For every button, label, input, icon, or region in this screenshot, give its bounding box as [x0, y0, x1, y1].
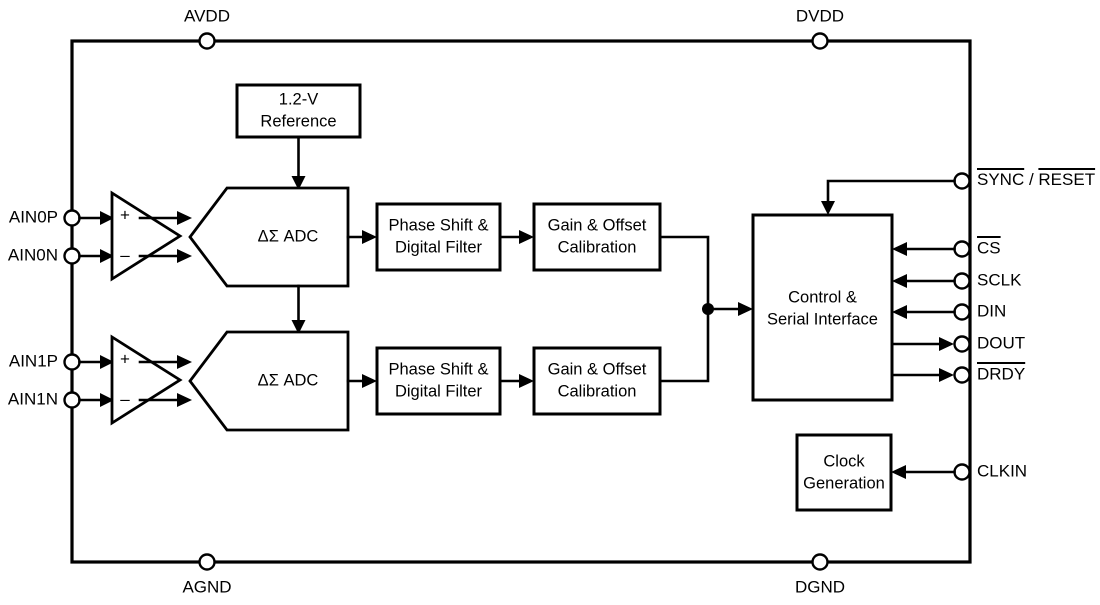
- filter0-line1: Phase Shift &: [389, 216, 489, 234]
- amp1-minus-sign: –: [120, 389, 130, 408]
- arrow-amp0-out-p: [177, 211, 192, 225]
- block-control-serial-interface: [751, 213, 894, 402]
- control-line2: Serial Interface: [767, 310, 878, 328]
- label-reset-text: RESET: [1038, 170, 1095, 189]
- arrow-amp1-out-p: [177, 355, 192, 369]
- label-cs: CS: [977, 236, 1001, 257]
- label-ain1p: AIN1P: [9, 351, 58, 370]
- calibration0-line2: Calibration: [558, 238, 637, 256]
- chip-boundary: [70, 39, 972, 564]
- block-phase-shift-digital-filter-1: [375, 346, 502, 416]
- arrow-ain1p: [100, 355, 114, 369]
- block-delta-sigma-adc-1: [188, 330, 350, 432]
- label-ain0n: AIN0N: [8, 245, 58, 264]
- arrow-junction-to-control: [738, 302, 753, 316]
- label-drdy: DRDY: [977, 362, 1026, 383]
- arrow-sclk-into-control: [892, 274, 907, 288]
- arrow-ain0n: [100, 249, 114, 263]
- label-clkin-text: CLKIN: [977, 461, 1027, 480]
- label-ain1n: AIN1N: [8, 389, 58, 408]
- arrow-adc1-to-filter1: [362, 374, 377, 388]
- pin-cs[interactable]: [953, 240, 971, 258]
- pin-avdd[interactable]: [198, 32, 216, 50]
- amplifier-channel0: [110, 190, 183, 282]
- label-sync-text: SYNC: [977, 170, 1024, 189]
- block-gain-offset-calibration-0: [532, 202, 662, 272]
- block-gain-offset-calibration-1: [532, 346, 662, 416]
- label-sclk-text: SCLK: [977, 270, 1022, 289]
- block-delta-sigma-adc-0: [188, 186, 350, 288]
- amp0-minus-sign: –: [120, 245, 130, 264]
- arrow-ain0p: [100, 211, 114, 225]
- arrow-din-into-control: [892, 305, 907, 319]
- pin-drdy[interactable]: [953, 366, 971, 384]
- arrow-clkin-into-clock: [891, 465, 906, 479]
- arrow-adc0-to-adc1: [291, 320, 306, 334]
- pin-sclk[interactable]: [953, 272, 971, 290]
- svg-text:SYNC / RESET: SYNC / RESET: [977, 170, 1095, 189]
- label-ain0p: AIN0P: [9, 207, 58, 226]
- pin-dvdd[interactable]: [811, 32, 829, 50]
- arrow-sync-reset-to-control: [821, 201, 835, 215]
- arrow-cs-into-control: [892, 242, 907, 256]
- pin-ain0p[interactable]: [63, 209, 81, 227]
- label-dvdd: DVDD: [796, 6, 844, 25]
- label-sync-reset: SYNC / RESET: [977, 168, 1096, 189]
- calibration0-line1: Gain & Offset: [548, 216, 647, 234]
- pin-din[interactable]: [953, 303, 971, 321]
- pin-ain0n[interactable]: [63, 247, 81, 265]
- pin-agnd[interactable]: [198, 553, 216, 571]
- pin-dout[interactable]: [953, 335, 971, 353]
- filter1-line1: Phase Shift &: [389, 360, 489, 378]
- calibration1-line1: Gain & Offset: [548, 360, 647, 378]
- label-agnd: AGND: [182, 577, 231, 596]
- calibration1-line2: Calibration: [558, 382, 637, 400]
- arrow-dout-out: [939, 337, 954, 351]
- label-dgnd: DGND: [795, 577, 845, 596]
- block-phase-shift-digital-filter-0: [375, 202, 502, 272]
- pin-clkin[interactable]: [953, 463, 971, 481]
- pin-sync-reset[interactable]: [953, 172, 971, 190]
- wire-cal1-to-junction: [658, 307, 710, 383]
- reference-line1: 1.2-V: [279, 90, 318, 108]
- arrow-adc0-to-filter0: [362, 230, 377, 244]
- arrow-drdy-out: [939, 368, 954, 382]
- wire-cal0-to-junction: [658, 235, 710, 311]
- label-cs-text: CS: [977, 238, 1001, 257]
- label-dout-text: DOUT: [977, 333, 1025, 352]
- filter0-line2: Digital Filter: [395, 238, 483, 256]
- adc1-label: ΔΣ ADC: [258, 371, 319, 389]
- arrow-amp1-out-n: [177, 393, 192, 407]
- control-line1: Control &: [788, 288, 857, 306]
- amplifier-channel1: [110, 334, 183, 426]
- label-din-text: DIN: [977, 301, 1006, 320]
- label-avdd: AVDD: [184, 6, 230, 25]
- pin-ain1n[interactable]: [63, 391, 81, 409]
- clock-line2: Generation: [803, 474, 885, 492]
- clock-line1: Clock: [823, 452, 865, 470]
- filter1-line2: Digital Filter: [395, 382, 483, 400]
- adc0-label: ΔΣ ADC: [258, 227, 319, 245]
- arrow-ain1n: [100, 393, 114, 407]
- pin-ain1p[interactable]: [63, 353, 81, 371]
- label-drdy-text: DRDY: [977, 364, 1025, 383]
- reference-line2: Reference: [260, 112, 336, 130]
- wire-sync-reset-to-control: [826, 179, 956, 203]
- amp0-plus-sign: +: [120, 205, 130, 224]
- arrow-filter1-to-cal1: [519, 374, 534, 388]
- amp1-plus-sign: +: [120, 349, 130, 368]
- arrow-amp0-out-n: [177, 249, 192, 263]
- label-slash-text: /: [1024, 170, 1038, 189]
- arrow-filter0-to-cal0: [519, 230, 534, 244]
- arrow-ref-to-adc0: [291, 176, 306, 190]
- block-clock-generation: [795, 433, 893, 512]
- pin-dgnd[interactable]: [811, 553, 829, 571]
